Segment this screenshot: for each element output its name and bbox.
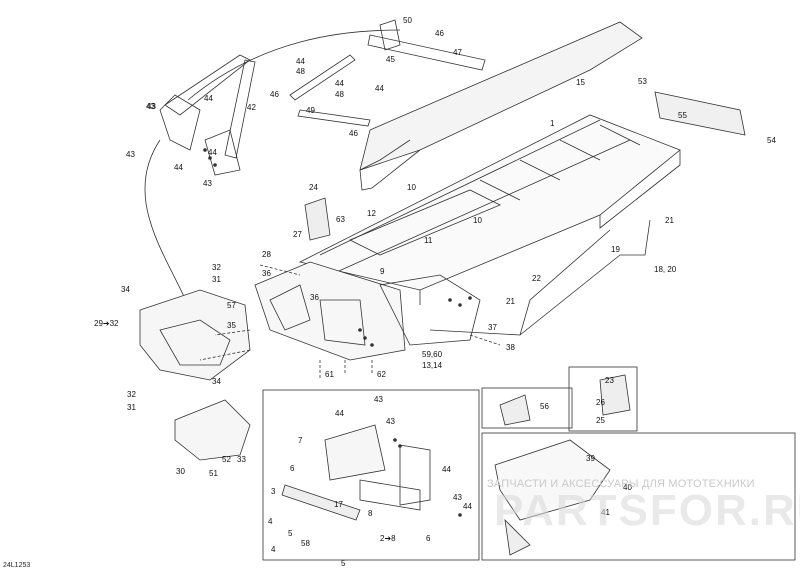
part-callout: 46 xyxy=(349,129,358,138)
part-callout: 31 xyxy=(127,403,136,412)
part-callout: 6 xyxy=(290,464,295,473)
part-callout: 54 xyxy=(767,136,776,145)
part-callout: 43 xyxy=(386,417,395,426)
part-callout: 15 xyxy=(576,78,585,87)
part-callout: 44 xyxy=(442,465,451,474)
part-callout: 7 xyxy=(298,436,303,445)
part-callout: 2➔8 xyxy=(380,534,396,543)
part-callout: 51 xyxy=(209,469,218,478)
part-callout: 49 xyxy=(306,106,315,115)
part-callout: 22 xyxy=(532,274,541,283)
part-callout: 9 xyxy=(380,267,385,276)
part-callout: 46 xyxy=(270,90,279,99)
watermark-logo: PARTSFOR.RU xyxy=(494,486,800,535)
part-callout: 29➔32 xyxy=(94,319,119,328)
part-callout: 44 xyxy=(335,409,344,418)
part-callout: 43 xyxy=(203,179,212,188)
part-callout: 23 xyxy=(605,376,614,385)
part-callout: 44 xyxy=(375,84,384,93)
part-callout: 39 xyxy=(586,454,595,463)
part-callout: 3 xyxy=(271,487,276,496)
part-callout: 10 xyxy=(407,183,416,192)
part-callout: 57 xyxy=(227,301,236,310)
diagram-linework xyxy=(139,19,796,561)
part-callout: 56 xyxy=(540,402,549,411)
part-callout: 19 xyxy=(611,245,620,254)
part-callout: 10 xyxy=(473,216,482,225)
part-callout: 62 xyxy=(377,370,386,379)
part-callout: 32 xyxy=(127,390,136,399)
part-callout: 32 xyxy=(212,263,221,272)
part-callout: 46 xyxy=(435,29,444,38)
part-callout: 35 xyxy=(227,321,236,330)
part-callout: 5 xyxy=(341,559,346,568)
part-callout: 5 xyxy=(288,529,293,538)
part-callout: 33 xyxy=(237,455,246,464)
part-callout: 48 xyxy=(296,67,305,76)
part-callout: 50 xyxy=(403,16,412,25)
part-callout: 43 xyxy=(147,102,156,111)
part-callout: 44 xyxy=(296,57,305,66)
part-callout: 17 xyxy=(334,500,343,509)
part-callout: 13,14 xyxy=(422,361,443,370)
part-callout: 53 xyxy=(638,77,647,86)
watermark-caption: ЗАПЧАСТИ И АКСЕССУАРЫ ДЛЯ МОТОТЕХНИКИ xyxy=(487,478,755,490)
part-callout: 1 xyxy=(550,119,555,128)
part-callout: 63 xyxy=(336,215,345,224)
part-callout: 4 xyxy=(271,545,276,554)
part-callout: 40 xyxy=(623,483,632,492)
part-callout: 28 xyxy=(262,250,271,259)
part-callout: 59,60 xyxy=(422,350,443,359)
part-callout: 48 xyxy=(335,90,344,99)
part-callout: 36 xyxy=(310,293,319,302)
part-callout: 34 xyxy=(121,285,130,294)
part-callout: 55 xyxy=(678,111,687,120)
part-callout: 47 xyxy=(453,48,462,57)
part-callout: 58 xyxy=(301,539,310,548)
part-callout: 41 xyxy=(601,508,610,517)
part-callout: 34 xyxy=(212,377,221,386)
part-callout: 21 xyxy=(665,216,674,225)
part-callout: 45 xyxy=(386,55,395,64)
part-callout: 30 xyxy=(176,467,185,476)
part-callout: 61 xyxy=(325,370,334,379)
part-callout: 42 xyxy=(247,103,256,112)
part-callout: 44 xyxy=(204,94,213,103)
part-callout: 25 xyxy=(596,416,605,425)
part-callout: 6 xyxy=(426,534,431,543)
part-callout: 37 xyxy=(488,323,497,332)
part-callout: 31 xyxy=(212,275,221,284)
part-callout: 44 xyxy=(208,148,217,157)
part-callout: 24 xyxy=(309,183,318,192)
part-callout: 12 xyxy=(367,209,376,218)
part-callout: 27 xyxy=(293,230,302,239)
part-callout: 44 xyxy=(174,163,183,172)
drawing-code: 24L1253 xyxy=(3,562,31,569)
part-callout: 52 xyxy=(222,455,231,464)
part-callout: 18, 20 xyxy=(654,265,677,274)
part-callout: 43 xyxy=(374,395,383,404)
part-callout: 11 xyxy=(424,236,433,245)
part-callout: 44 xyxy=(335,79,344,88)
part-callout: 44 xyxy=(463,502,472,511)
part-callout: 43 xyxy=(146,102,155,111)
part-callout: 36 xyxy=(262,269,271,278)
part-callout: 4 xyxy=(268,517,273,526)
part-callout: 43 xyxy=(126,150,135,159)
part-callout: 26 xyxy=(596,398,605,407)
part-callout: 38 xyxy=(506,343,515,352)
part-callout: 21 xyxy=(506,297,515,306)
part-callout: 43 xyxy=(453,493,462,502)
part-callout: 8 xyxy=(368,509,373,518)
